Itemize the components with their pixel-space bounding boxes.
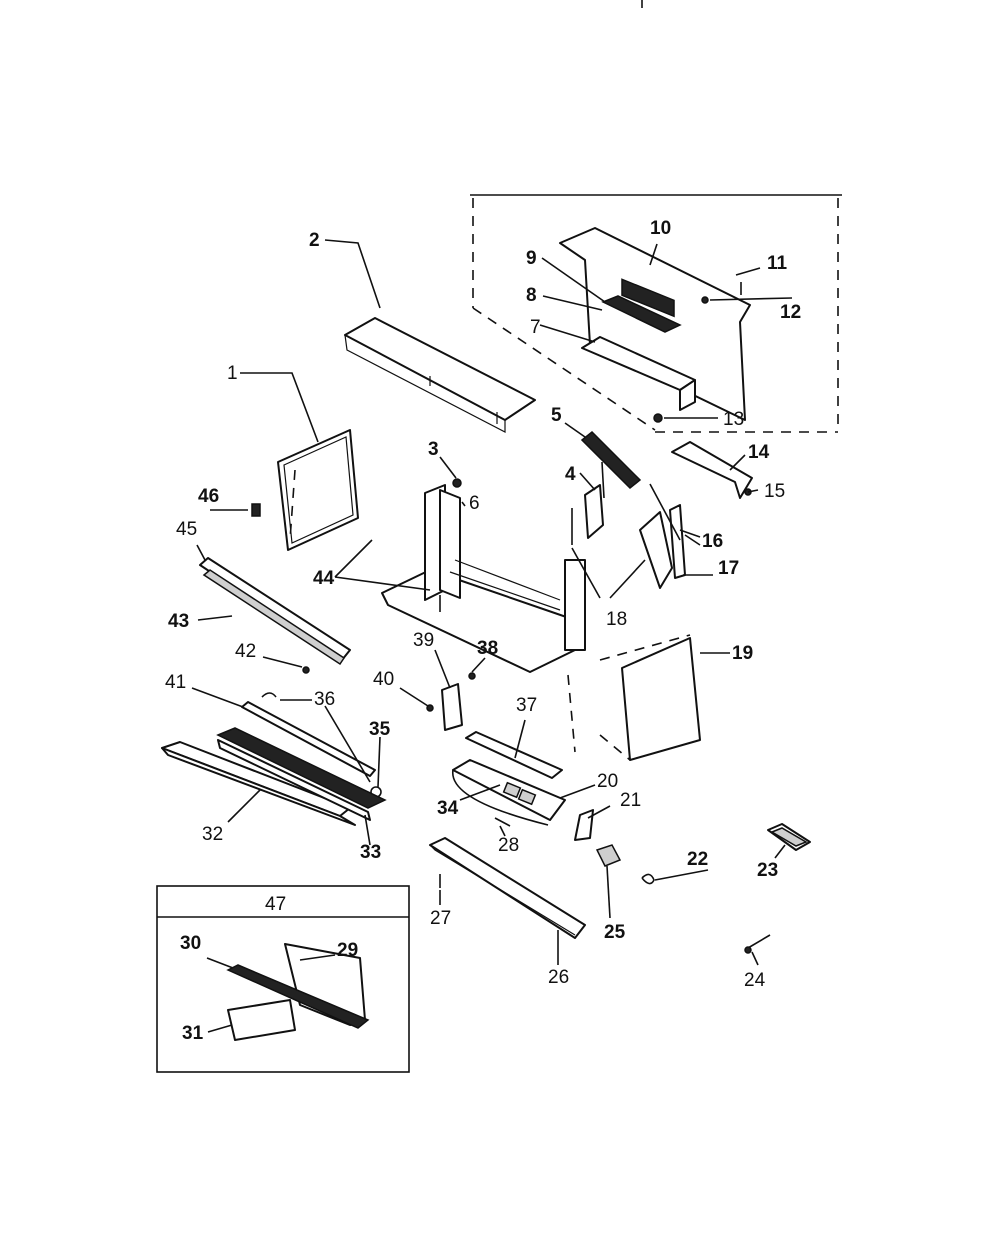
label-9: 9	[526, 248, 537, 269]
switch-bezel	[601, 295, 682, 333]
chassis-frame	[381, 484, 586, 673]
side-panel	[621, 637, 701, 761]
strip-5	[580, 430, 642, 490]
front-panel-frame	[277, 429, 359, 551]
label-31: 31	[182, 1023, 204, 1044]
screw-42	[302, 666, 310, 674]
label-27: 27	[430, 908, 451, 929]
rod-41	[241, 701, 376, 777]
top-cover-plate	[344, 317, 536, 433]
label-41: 41	[165, 672, 186, 693]
label-36: 36	[314, 689, 335, 710]
label-13: 13	[723, 409, 744, 430]
base-plate	[429, 837, 586, 939]
label-47: 47	[265, 894, 286, 915]
label-10: 10	[650, 218, 671, 239]
shelf-14	[671, 441, 753, 499]
label-11: 11	[767, 253, 788, 274]
label-45: 45	[176, 519, 197, 540]
label-40: 40	[373, 669, 394, 690]
label-24: 24	[744, 970, 766, 991]
label-12: 12	[780, 302, 801, 323]
label-25: 25	[604, 922, 626, 943]
label-16: 16	[702, 531, 723, 552]
grille-30	[226, 964, 370, 1029]
label-14: 14	[748, 442, 770, 463]
label-17: 17	[718, 558, 739, 579]
screw-3	[452, 478, 462, 488]
label-39: 39	[413, 630, 434, 651]
label-8: 8	[526, 285, 537, 306]
label-3: 3	[428, 439, 439, 460]
label-42: 42	[235, 641, 256, 662]
remote-23	[767, 823, 811, 851]
label-33: 33	[360, 842, 381, 863]
screw-28	[494, 817, 511, 827]
label-38: 38	[477, 638, 498, 659]
clip-46	[251, 503, 261, 517]
label-1: 1	[227, 363, 238, 384]
screw-40	[426, 704, 434, 712]
label-30: 30	[180, 933, 201, 954]
label-20: 20	[597, 771, 618, 792]
label-26: 26	[548, 967, 569, 988]
clip-22	[641, 873, 655, 885]
label-37: 37	[516, 695, 537, 716]
label-15: 15	[764, 481, 785, 502]
label-29: 29	[337, 940, 358, 961]
inset-box-47	[156, 885, 410, 1073]
label-35: 35	[369, 719, 391, 740]
label-46: 46	[198, 486, 219, 507]
label-19: 19	[732, 643, 753, 664]
label-4: 4	[565, 464, 576, 485]
bar-37	[465, 731, 563, 779]
leader-lines	[191, 239, 793, 1033]
bracket-4	[584, 484, 604, 539]
label-6: 6	[469, 493, 480, 514]
side-bracket-16	[639, 504, 686, 589]
rear-rail	[199, 557, 351, 666]
part-labels: 2 1 10 9 8 7 11 12 13 3 6 5 4 14 15 16 1…	[165, 218, 801, 1044]
bracket-39	[441, 683, 463, 731]
switch-25	[595, 844, 622, 867]
label-5: 5	[551, 405, 562, 426]
label-18: 18	[606, 609, 627, 630]
screw-38	[468, 672, 476, 680]
mounting-bracket	[581, 336, 696, 411]
bracket-21	[574, 809, 594, 841]
clip-24	[744, 934, 771, 954]
label-28: 28	[498, 835, 519, 856]
label-21: 21	[620, 790, 641, 811]
label-7: 7	[530, 317, 541, 338]
clip-36	[261, 692, 277, 698]
louver-grille	[216, 727, 387, 821]
label-2: 2	[309, 230, 320, 251]
label-22: 22	[687, 849, 708, 870]
label-44: 44	[313, 568, 335, 589]
filter-31	[227, 999, 296, 1041]
label-23: 23	[757, 860, 778, 881]
label-43: 43	[168, 611, 189, 632]
label-32: 32	[202, 824, 223, 845]
blower-housing	[452, 759, 566, 826]
label-34: 34	[437, 798, 459, 819]
inset-control-panel-group	[470, 194, 842, 433]
screw-13	[653, 413, 663, 423]
